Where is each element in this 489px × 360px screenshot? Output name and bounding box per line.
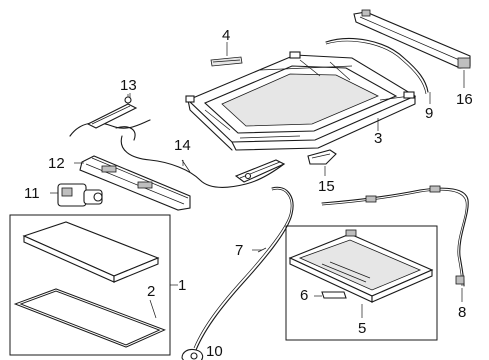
part-13-guide-rail	[86, 94, 138, 129]
part-9-roof-seal	[325, 37, 431, 104]
part-8-drain-hose	[321, 185, 469, 302]
sunshade-panel	[288, 229, 434, 303]
part-10-hose-clamp	[181, 348, 204, 360]
glass-panel	[22, 221, 160, 283]
part-7-drain-hose	[193, 186, 294, 351]
part-3-sunroof-frame	[185, 51, 417, 151]
callout-2: 2	[147, 283, 155, 300]
part-2-glass-seal	[13, 288, 166, 348]
part-11-sunroof-motor	[50, 183, 103, 207]
callout-14: 14	[174, 137, 191, 154]
callout-9: 9	[425, 105, 433, 122]
part-16-rear-rail	[353, 9, 471, 88]
callout-11: 11	[24, 185, 40, 202]
part-1-glass-box	[9, 214, 178, 356]
callout-3: 3	[374, 130, 382, 147]
callout-15: 15	[318, 178, 335, 195]
callout-7: 7	[235, 242, 243, 259]
callout-4: 4	[222, 27, 230, 44]
callout-8: 8	[458, 304, 466, 321]
part-4-seal-strip	[210, 56, 243, 67]
part-14-right-guide	[234, 159, 286, 183]
callout-12: 12	[48, 155, 65, 172]
callout-13: 13	[120, 77, 137, 94]
callout-16: 16	[456, 91, 473, 108]
part-6-sunshade-handle	[314, 291, 347, 299]
callout-10: 10	[206, 343, 223, 360]
callout-1: 1	[178, 277, 186, 294]
part-12-guide-rail-assembly	[74, 155, 191, 211]
callout-6: 6	[300, 287, 308, 304]
part-5-sunshade-box	[285, 225, 438, 341]
part-15-bracket	[307, 149, 337, 176]
callout-5: 5	[358, 320, 366, 337]
